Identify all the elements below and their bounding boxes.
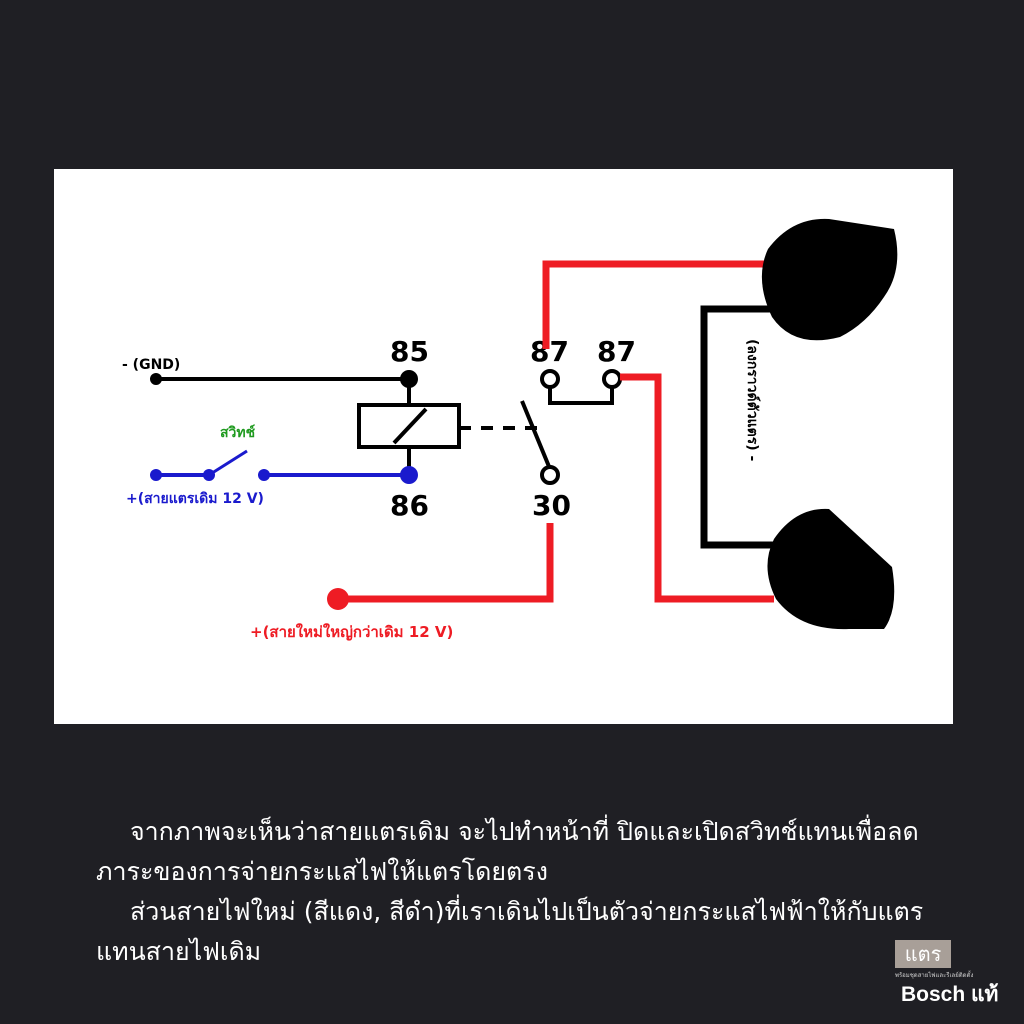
logo-tagline: พร้อมชุดสายไฟและรีเลย์ติดตั้ง [895,972,974,979]
caption-line-1: จากภาพจะเห็นว่าสายแตรเดิม จะไปทำหน้าที่ … [130,817,919,846]
pin-87b-terminal [602,369,622,389]
contact-arm [520,400,552,470]
old-wire-label: +(สายแตรเดิม 12 V) [126,491,264,507]
switch-terminal-c [258,469,270,481]
brand-logo: แตร พร้อมชุดสายไฟและรีเลย์ติดตั้ง Bosch … [895,940,1020,1010]
horn-ground-wire [700,305,774,549]
coil-slash [392,407,428,445]
red-wire-87b [620,373,774,603]
wiring-svg: - (GND) 85 86 สวิทช์ +(สายแตรเดิม 12 V) … [122,218,898,641]
caption-line-2: ภาระของการจ่ายกระแสไฟให้แตรโดยตรง [96,857,548,886]
gnd-label: - (GND) [122,357,180,373]
logo-box: แตร [895,940,951,968]
pin-30-terminal [540,465,560,485]
pin-85-terminal [400,370,418,388]
horn-bottom-icon [767,508,895,630]
switch-lever [208,449,248,477]
caption-line-3: ส่วนสายไฟใหม่ (สีแดง, สีดำ)ที่เราเดินไปเ… [130,897,924,926]
pin-87b-label: 87 [597,335,636,368]
caption-line-4: แทนสายไฟเดิม [96,937,262,966]
pin-30-label: 30 [532,489,571,522]
gnd-terminal [150,373,162,385]
new-wire-label: +(สายใหม่ใหญ่กว่าเดิม 12 V) [250,623,453,641]
red-wire-87a [542,260,774,349]
pin-86-label: 86 [390,489,429,522]
switch-terminal-a [150,469,162,481]
switch-label: สวิทช์ [220,424,256,441]
contact-bridge [548,387,614,405]
logo-brand: Bosch แท้ [901,983,999,1006]
relay-wiring-diagram: - (GND) 85 86 สวิทช์ +(สายแตรเดิม 12 V) … [54,169,953,724]
horn-top-icon [761,218,898,341]
new-wire-terminal [327,588,349,610]
horn-ground-label: (ลงกราวด์ตัวแตร) - [744,339,761,461]
pin-85-label: 85 [390,335,429,368]
caption: จากภาพจะเห็นว่าสายแตรเดิม จะไปทำหน้าที่ … [96,812,956,972]
pin-87a-terminal [540,369,560,389]
red-wire-30 [338,523,554,603]
